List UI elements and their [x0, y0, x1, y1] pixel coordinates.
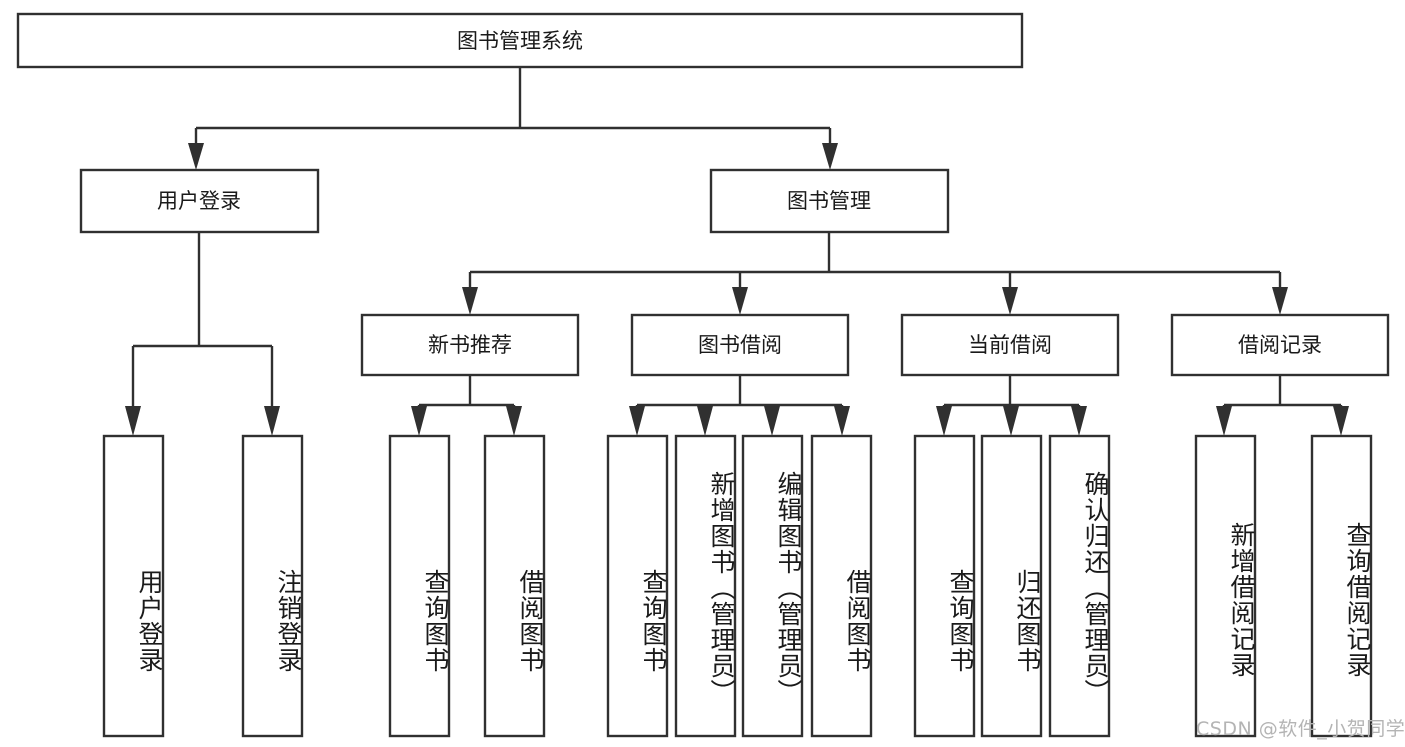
node-user-login[interactable]: 用户登录 [79, 168, 320, 234]
connector-root-to-level2 [188, 67, 838, 170]
arrow-to-book-manage [822, 143, 838, 170]
book-borrow-box [630, 313, 850, 377]
arrow-to-leaf-cb-2 [1003, 406, 1019, 436]
arrow-to-leaf-nbr-2 [506, 406, 522, 436]
arrow-to-current-borrow [1002, 287, 1018, 315]
borrow-record-label: 借阅记录 [1238, 333, 1322, 357]
arrow-to-leaf-logout [264, 406, 280, 436]
connector-current-borrow-to-leaves [936, 375, 1087, 436]
node-root[interactable]: 图书管理系统 [16, 12, 1024, 69]
leaf-box-bb-1[interactable] [606, 434, 669, 738]
leaf-box-bb-3[interactable] [741, 434, 804, 738]
borrow-record-box [1170, 313, 1390, 377]
arrow-to-leaf-cb-1 [936, 406, 952, 436]
arrow-to-leaf-cb-3 [1071, 406, 1087, 436]
book-manage-box [709, 168, 950, 234]
arrow-to-new-book-recommend [462, 287, 478, 315]
arrow-to-leaf-bb-2 [697, 406, 713, 436]
leaf-box-br-2[interactable] [1310, 434, 1373, 738]
arrow-to-leaf-bb-3 [764, 406, 780, 436]
connector-book-manage-to-level3 [462, 232, 1288, 315]
leaf-box-cb-2[interactable] [980, 434, 1043, 738]
leaf-box-nbr-2[interactable] [483, 434, 546, 738]
connector-borrow-record-to-leaves [1216, 375, 1349, 436]
node-new-book-recommend[interactable]: 新书推荐 [360, 313, 580, 377]
leaf-box-nbr-1[interactable] [388, 434, 451, 738]
root-label: 图书管理系统 [457, 29, 583, 53]
arrow-to-leaf-bb-4 [834, 406, 850, 436]
leaf-box-bb-2[interactable] [674, 434, 737, 738]
new-book-recommend-box [360, 313, 580, 377]
node-book-manage[interactable]: 图书管理 [709, 168, 950, 234]
csdn-watermark: CSDN @软件_小贺同学 [1196, 718, 1405, 740]
current-borrow-box [900, 313, 1120, 377]
connector-new-book-recommend-to-leaves [411, 375, 522, 436]
arrow-to-borrow-record [1272, 287, 1288, 315]
user-login-label: 用户登录 [157, 189, 241, 213]
book-borrow-label: 图书借阅 [698, 333, 782, 357]
node-borrow-record[interactable]: 借阅记录 [1170, 313, 1390, 377]
arrow-to-leaf-nbr-1 [411, 406, 427, 436]
leaf-box-bb-4[interactable] [810, 434, 873, 738]
arrow-to-book-borrow [732, 287, 748, 315]
leaf-box-br-1[interactable] [1194, 434, 1257, 738]
arrow-to-user-login [188, 143, 204, 170]
node-book-borrow[interactable]: 图书借阅 [630, 313, 850, 377]
arrow-to-leaf-bb-1 [629, 406, 645, 436]
leaf-box-cb-3[interactable] [1048, 434, 1111, 738]
current-borrow-label: 当前借阅 [968, 333, 1052, 357]
arrow-to-leaf-user-login [125, 406, 141, 436]
connector-book-borrow-to-leaves [629, 375, 850, 436]
leaf-box-user-login-2[interactable] [241, 434, 304, 738]
arrow-to-leaf-br-2 [1333, 406, 1349, 436]
book-manage-label: 图书管理 [787, 189, 871, 213]
leaf-box-cb-1[interactable] [913, 434, 976, 738]
connector-user-login-to-leaves [125, 232, 280, 436]
root-box [16, 12, 1024, 69]
new-book-recommend-label: 新书推荐 [428, 333, 512, 357]
leaf-box-user-login-1[interactable] [102, 434, 165, 738]
arrow-to-leaf-br-1 [1216, 406, 1232, 436]
node-current-borrow[interactable]: 当前借阅 [900, 313, 1120, 377]
